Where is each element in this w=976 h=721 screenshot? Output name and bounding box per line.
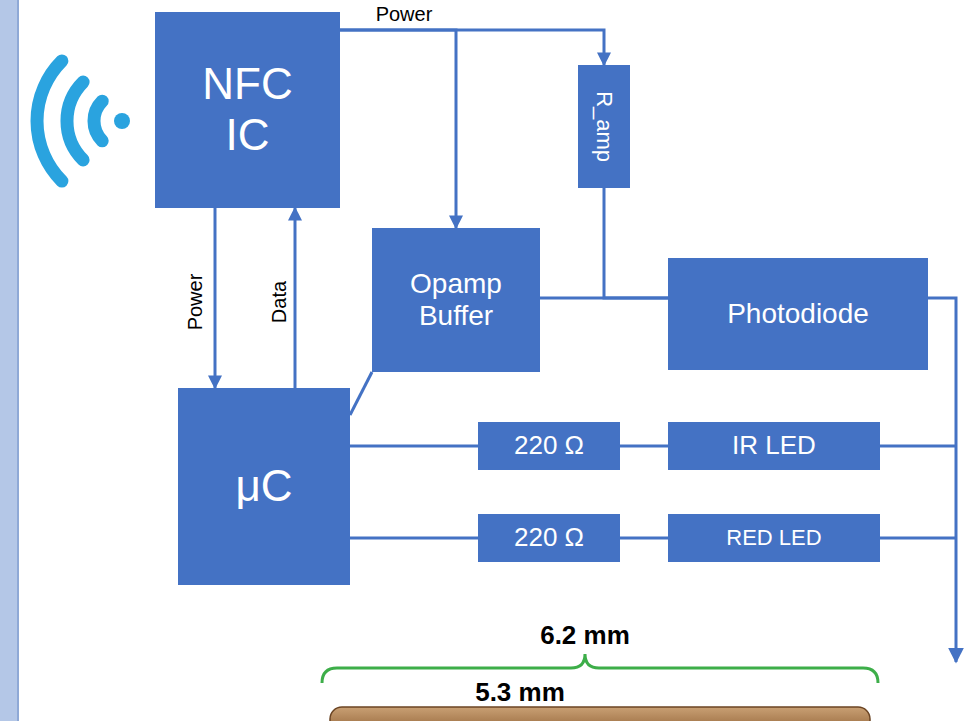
dimension-label: 5.3 mm xyxy=(475,679,565,705)
wireless-icon xyxy=(37,61,130,181)
node-label: RED LED xyxy=(726,525,821,550)
signal-arrow xyxy=(340,30,604,65)
signal-arrow xyxy=(294,208,297,388)
signal-arrow xyxy=(214,208,217,388)
edge-label: Data xyxy=(269,281,289,323)
wire xyxy=(620,445,668,448)
signal-arrow xyxy=(340,30,456,228)
led-box: IR LED xyxy=(668,422,880,470)
wire xyxy=(350,445,478,448)
resistor-box: R_amp xyxy=(578,65,630,188)
sensor-box: Photodiode xyxy=(668,258,928,370)
controller-box: μC xyxy=(178,388,350,585)
node-label: Opamp Buffer xyxy=(391,268,521,332)
wire xyxy=(350,372,372,415)
wire xyxy=(350,537,478,540)
wire xyxy=(604,188,668,298)
side-strip-edge xyxy=(17,0,19,721)
dimension-bracket xyxy=(322,654,878,683)
node-label: 220 Ω xyxy=(514,431,584,461)
resistor-box: 220 Ω xyxy=(478,514,620,562)
node-label: R_amp xyxy=(591,91,616,162)
amplifier-box: Opamp Buffer xyxy=(372,228,540,372)
chip-box: NFC IC xyxy=(155,12,340,208)
wire xyxy=(620,537,668,540)
node-label: μC xyxy=(235,461,292,512)
led-box: RED LED xyxy=(668,514,880,562)
edge-label: Power xyxy=(185,274,205,331)
node-label: IR LED xyxy=(732,431,816,461)
side-strip xyxy=(0,0,18,721)
node-label: 220 Ω xyxy=(514,523,584,553)
dimension-label: 6.2 mm xyxy=(540,622,630,648)
resistor-box: 220 Ω xyxy=(478,422,620,470)
node-label: Photodiode xyxy=(727,298,869,330)
node-label: NFC IC xyxy=(193,59,303,160)
edge-label: Power xyxy=(374,4,435,24)
device-photo xyxy=(330,707,870,721)
